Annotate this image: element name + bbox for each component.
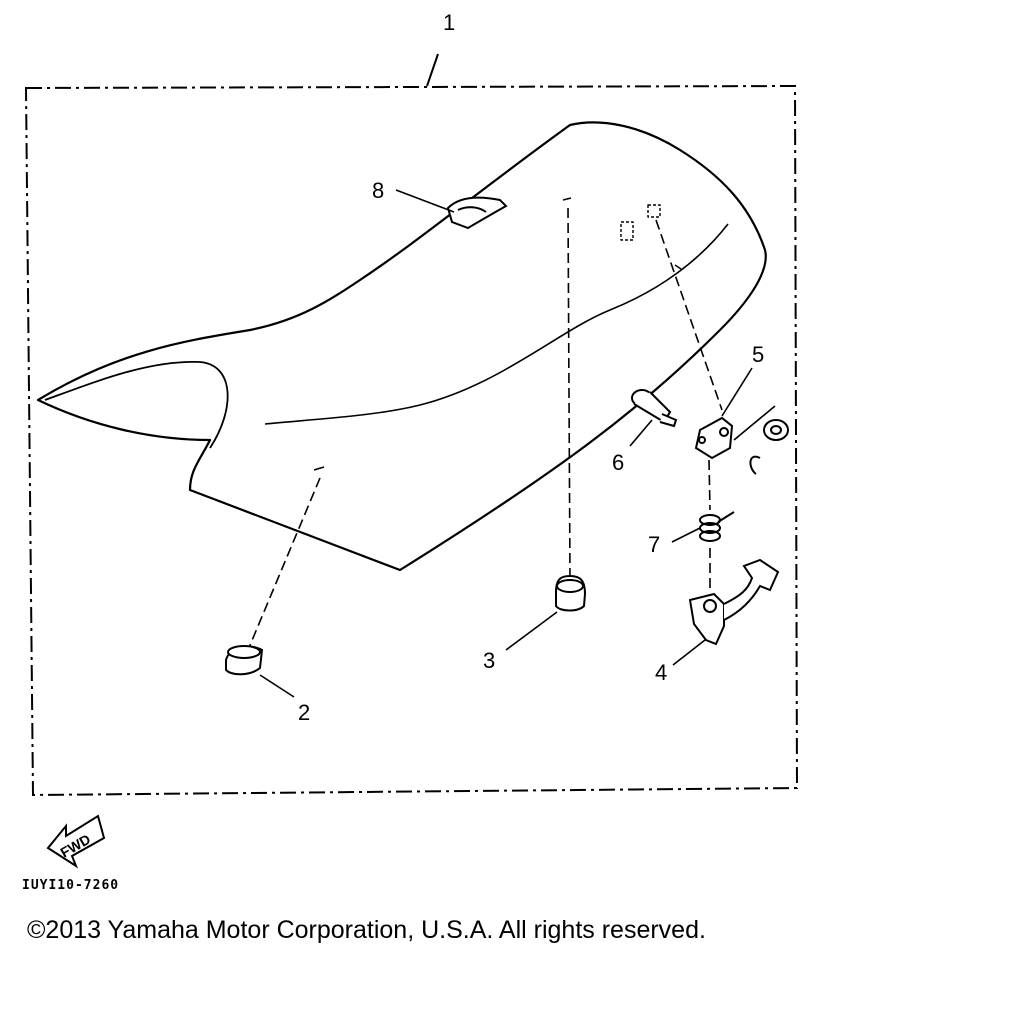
callout-7: 7 [648,532,660,557]
copyright-text: ©2013 Yamaha Motor Corporation, U.S.A. A… [27,916,706,944]
leader-3 [505,611,558,651]
bolt-6 [631,389,678,428]
leader-4 [672,639,706,666]
bracket-5 [694,416,761,475]
leader-1 [426,53,439,87]
seat-lock-lever-4 [688,558,780,646]
callout-4: 4 [655,660,667,685]
callout-1: 1 [443,10,455,35]
damper-2 [225,645,264,676]
callout-5: 5 [752,342,764,367]
leader-8 [395,189,455,213]
assembly-boundary [24,84,799,797]
leader-7 [671,527,701,543]
leader-2 [259,674,295,698]
leader-5 [721,367,753,417]
callout-2: 2 [298,700,310,725]
leader-5b [733,405,776,441]
seat [36,121,767,572]
seat-strap [446,196,508,230]
damper-3 [555,574,587,612]
leader-6 [629,419,653,447]
spring-7 [699,511,735,542]
fwd-arrow-icon: FWD [46,814,106,869]
callout-3: 3 [483,648,495,673]
callout-6: 6 [612,450,624,475]
guide-lines [247,207,723,651]
grommet [763,419,789,441]
drawing-code: IUYI10-7260 [22,878,120,893]
callout-8: 8 [372,178,384,203]
